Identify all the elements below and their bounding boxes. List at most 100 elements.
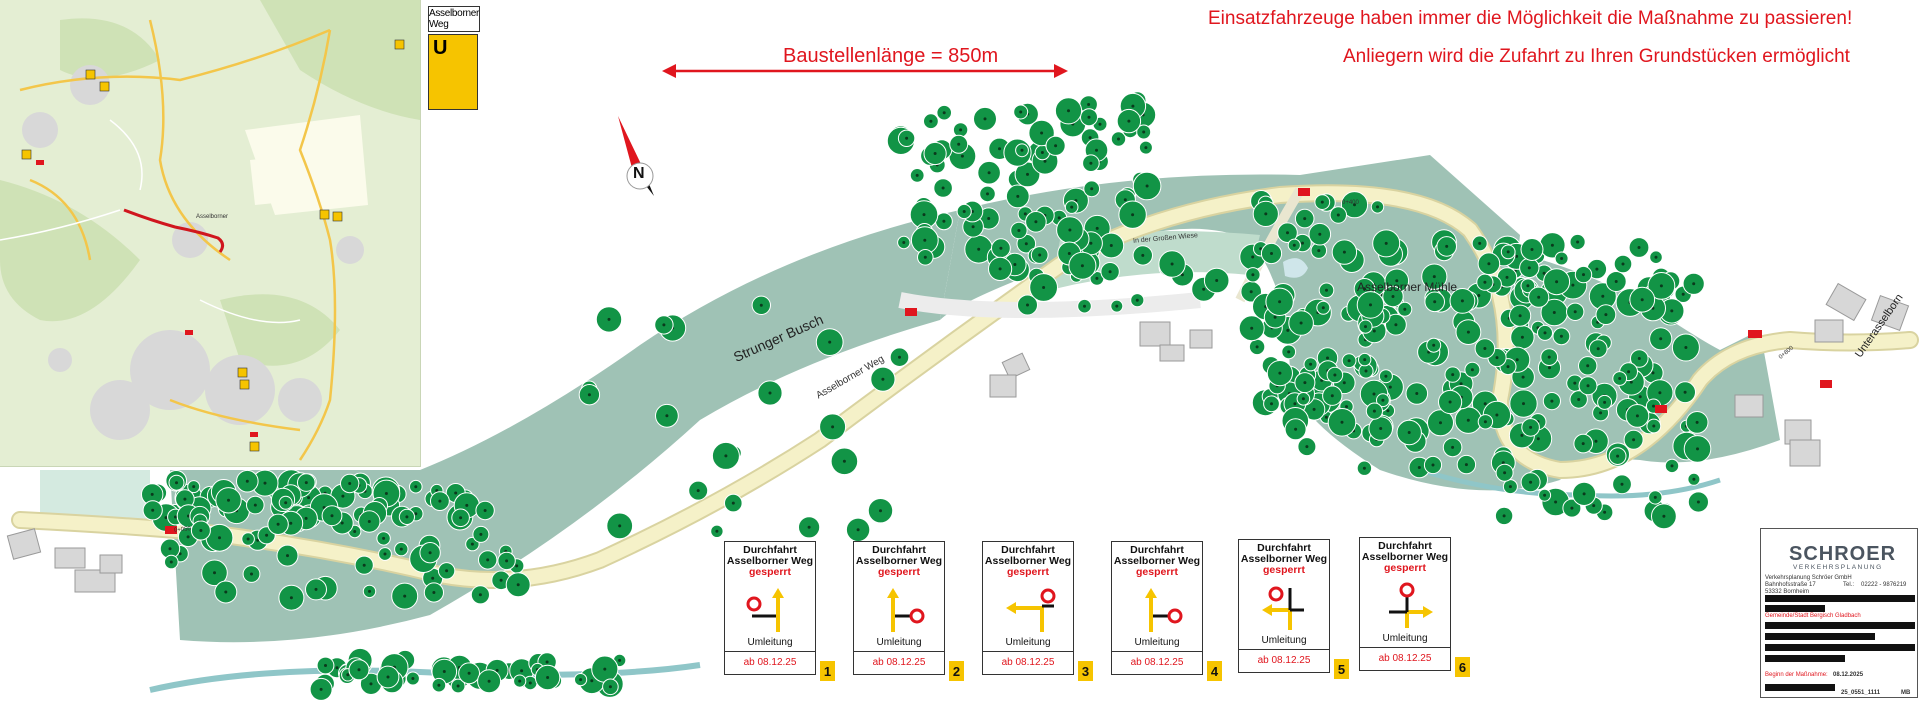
- detour-status: gesperrt: [748, 566, 791, 578]
- tree-trunk: [1381, 398, 1385, 402]
- tree-trunk: [987, 171, 991, 175]
- plan-number: 25_0551_1111: [1841, 690, 1881, 696]
- tree-trunk: [1518, 314, 1522, 318]
- tree-trunk: [384, 492, 388, 495]
- author-initials: MB: [1901, 690, 1911, 696]
- tree-trunk: [1278, 371, 1282, 375]
- tree-trunk: [1603, 400, 1607, 404]
- tree-trunk: [959, 128, 963, 132]
- tree-trunk: [1554, 500, 1558, 504]
- tree-trunk: [516, 583, 520, 587]
- tree-trunk: [1542, 271, 1546, 275]
- detour-line2: Asselborner Weg: [984, 555, 1072, 567]
- detour-number-2: 2: [949, 661, 964, 681]
- tree-trunk: [923, 238, 927, 242]
- detour-date: ab 08.12.25: [1257, 655, 1311, 666]
- tree-trunk: [1515, 358, 1519, 362]
- tree-trunk: [1586, 364, 1590, 368]
- tree-trunk: [923, 255, 927, 259]
- tree-trunk: [1466, 418, 1470, 422]
- tree-trunk: [545, 660, 549, 664]
- detour-arrow-icon: [1145, 588, 1183, 632]
- tree-trunk: [1017, 229, 1021, 232]
- tree-trunk: [1293, 402, 1297, 406]
- detour-u-sign: U: [428, 34, 478, 110]
- tree-trunk: [432, 591, 436, 594]
- tree-trunk: [1108, 270, 1112, 274]
- detour-arrow-icon: [1262, 586, 1304, 630]
- tree-trunk: [1040, 151, 1044, 154]
- tree-trunk: [224, 590, 228, 594]
- tree-trunk: [1087, 115, 1091, 119]
- tree-trunk: [192, 485, 196, 489]
- tree-trunk: [199, 529, 203, 532]
- tree-trunk: [977, 247, 981, 251]
- tree-trunk: [828, 340, 832, 344]
- tree-trunk: [369, 682, 373, 686]
- tree-trunk: [1659, 284, 1663, 288]
- tree-trunk: [1170, 262, 1174, 266]
- tree-trunk: [256, 538, 260, 542]
- detour-arrow-icon: [1389, 582, 1433, 628]
- tree-trunk: [1652, 424, 1656, 428]
- detour-line1: Durchfahrt: [872, 544, 926, 556]
- tree-trunk: [1460, 299, 1464, 303]
- tree-trunk: [1431, 463, 1435, 467]
- compass-letter: N: [633, 165, 645, 182]
- tree-trunk: [340, 521, 344, 525]
- tree-trunk: [1019, 110, 1023, 114]
- tree-trunk: [428, 551, 432, 555]
- tree-trunk: [987, 217, 991, 220]
- tree-trunk: [454, 491, 458, 495]
- tree-trunk: [1067, 109, 1070, 113]
- tree-trunk: [1552, 311, 1556, 314]
- tree-trunk: [1684, 346, 1688, 349]
- tree-trunk: [998, 147, 1001, 151]
- tree-trunk: [1638, 395, 1642, 399]
- tree-trunk: [1594, 439, 1598, 443]
- tree-trunk: [169, 560, 173, 564]
- tree-trunk: [1522, 402, 1525, 406]
- tree-trunk: [1692, 282, 1696, 286]
- tree-trunk: [1530, 248, 1534, 251]
- tree-trunk: [314, 587, 318, 591]
- tree-trunk: [957, 142, 961, 146]
- tree-trunk: [1251, 255, 1255, 259]
- u-sign-letter: U: [433, 37, 448, 59]
- detour-label: Umleitung: [1261, 635, 1307, 646]
- left-field: [40, 470, 150, 520]
- detour-divider: [854, 651, 944, 652]
- tree-trunk: [1342, 250, 1346, 254]
- tree-trunk: [1372, 329, 1376, 333]
- tree-trunk: [941, 186, 945, 190]
- tree-trunk: [1527, 266, 1531, 270]
- detour-number-3: 3: [1078, 661, 1093, 681]
- tree-trunk: [1345, 405, 1348, 409]
- tree-trunk: [731, 501, 735, 505]
- label-asselborner-muehle: Asselborner Mühle: [1357, 280, 1458, 294]
- tree-trunk: [1317, 249, 1321, 253]
- tree-trunk: [1620, 482, 1624, 486]
- tree-trunk: [1559, 334, 1563, 338]
- tree-trunk: [1571, 283, 1575, 287]
- tree-trunk: [842, 459, 846, 463]
- tree-trunk: [213, 571, 216, 575]
- tree-trunk: [1353, 203, 1356, 207]
- tree-trunk: [1016, 194, 1020, 198]
- inset-map-graphic: [0, 0, 420, 466]
- tree-trunk: [1038, 253, 1042, 257]
- tree-trunk: [1547, 355, 1551, 359]
- tree-trunk: [1026, 303, 1029, 307]
- north-arrow-icon: [618, 116, 654, 196]
- tree-trunk: [1586, 384, 1590, 388]
- tree-trunk: [1325, 288, 1328, 292]
- tree-trunk: [898, 355, 901, 359]
- tree-trunk: [1363, 287, 1366, 291]
- tree-trunk: [831, 425, 835, 429]
- tree-trunk: [1090, 187, 1094, 191]
- tree-trunk: [246, 537, 250, 541]
- detour-arrow-icon: [887, 588, 925, 632]
- tree-trunk: [1089, 161, 1093, 165]
